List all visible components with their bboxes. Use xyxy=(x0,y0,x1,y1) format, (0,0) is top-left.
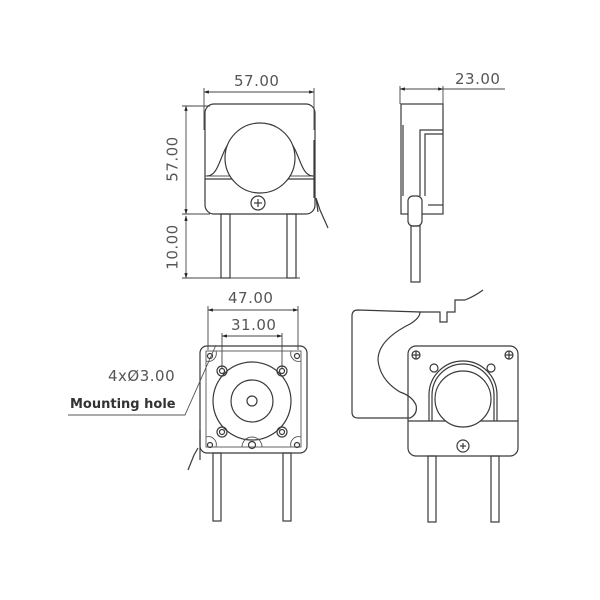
pin-length-label: 10.00 xyxy=(163,224,182,270)
side-view xyxy=(399,86,505,283)
inner-hole-spacing-label: 31.00 xyxy=(231,316,277,334)
front-height-label: 57.00 xyxy=(163,136,182,182)
side-depth-label: 23.00 xyxy=(455,70,501,88)
front-view xyxy=(182,88,329,279)
open-lever-view xyxy=(351,289,519,523)
hole-spec-label: 4xØ3.00 xyxy=(108,367,176,385)
back-view xyxy=(68,306,308,522)
mounting-hole-callout: Mounting hole xyxy=(70,397,176,412)
outer-hole-spacing-label: 47.00 xyxy=(228,289,274,307)
front-width-label: 57.00 xyxy=(234,72,280,90)
